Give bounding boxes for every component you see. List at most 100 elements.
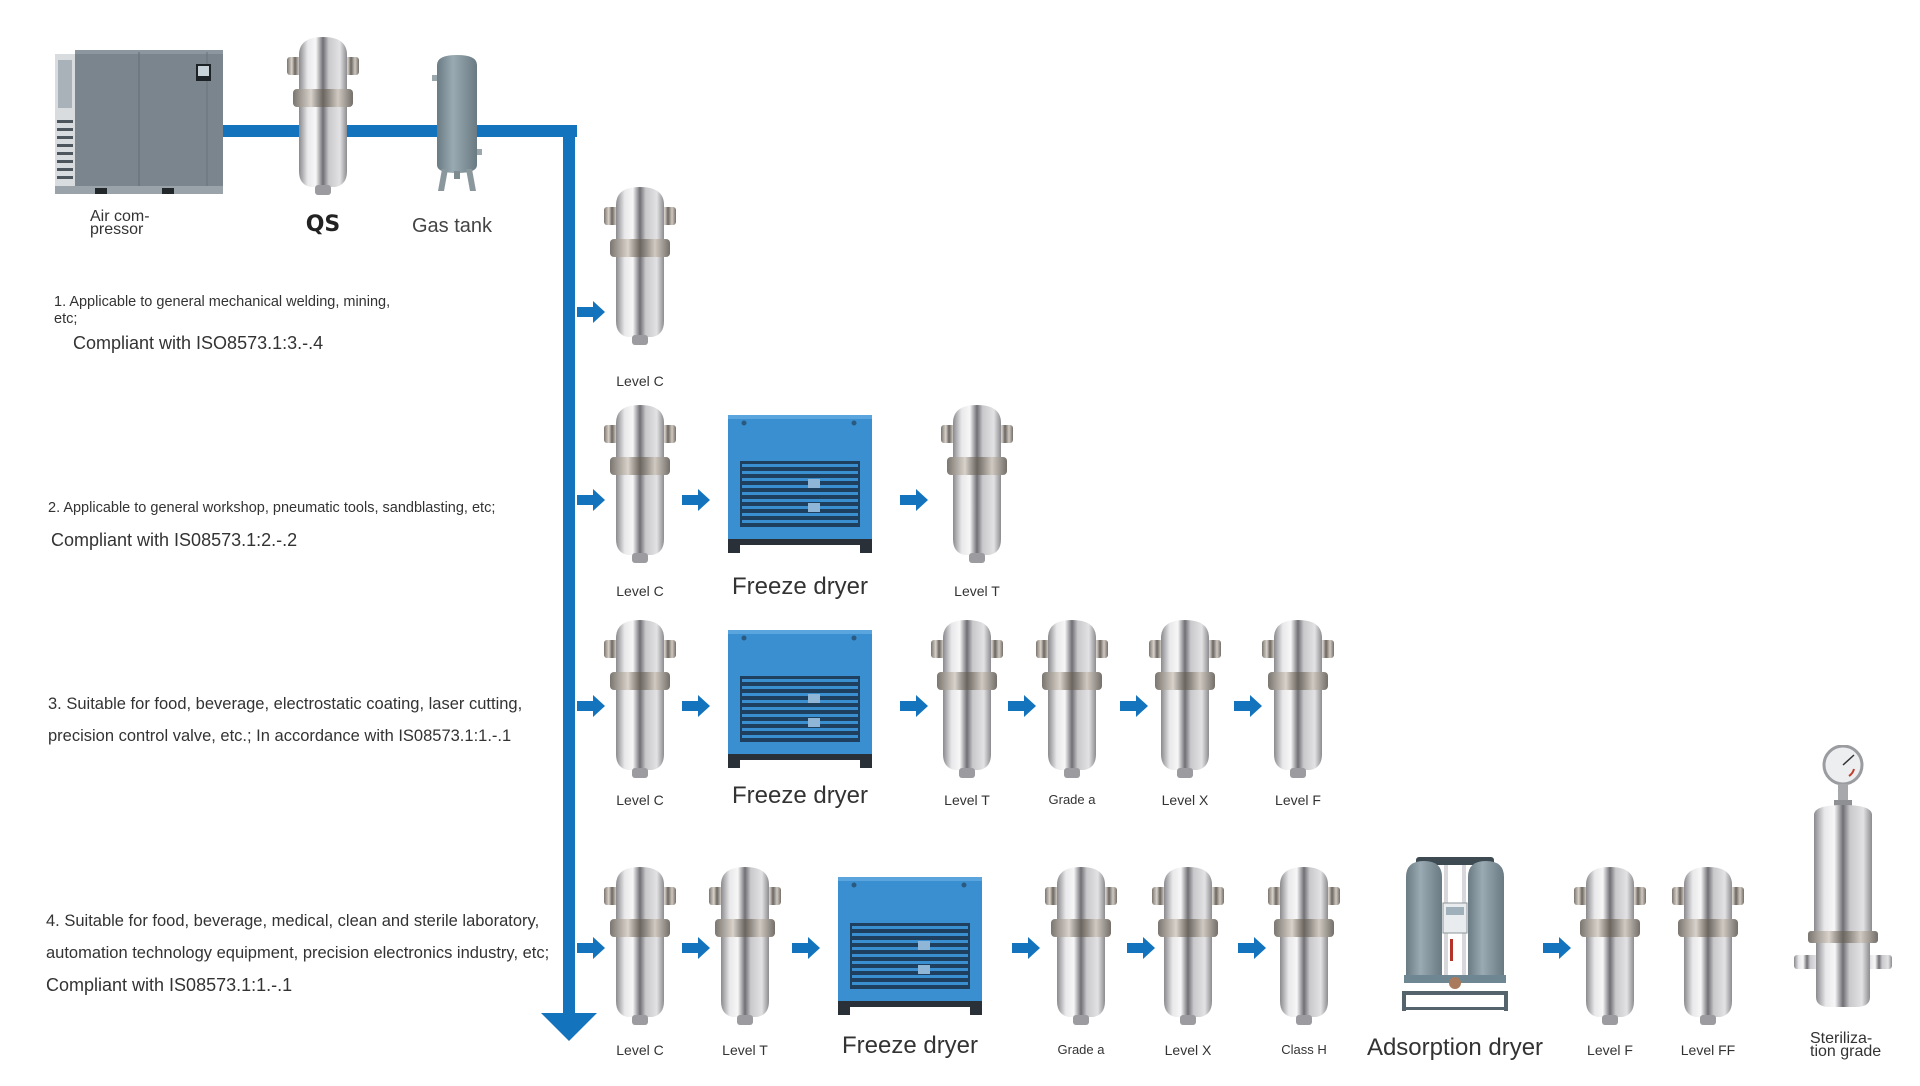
row-2-item-label: Freeze dryer <box>731 573 869 600</box>
row-1-filter <box>602 185 678 347</box>
filter-icon <box>1147 618 1223 780</box>
description-4-line1: 4. Suitable for food, beverage, medical,… <box>46 912 540 930</box>
filter-icon <box>929 618 1005 780</box>
row-3-item-label: Level X <box>1161 792 1209 808</box>
gas-tank-image <box>432 53 482 193</box>
row-4-filter <box>1043 865 1119 1027</box>
row-4-item-label: Level C <box>616 1042 664 1058</box>
row-3-filter <box>1034 618 1110 780</box>
row-4-item-label: Class H <box>1281 1042 1327 1057</box>
row-4-sterilization-filter <box>1794 744 1892 1013</box>
row-3-item-label: Freeze dryer <box>731 782 869 809</box>
row-4-freeze-dryer <box>838 877 982 1015</box>
flow-arrow-icon <box>1238 937 1266 959</box>
filter-icon <box>1260 618 1336 780</box>
flow-arrow-icon <box>1127 937 1155 959</box>
filter-icon <box>602 865 678 1027</box>
description-3-line1: 3. Suitable for food, beverage, electros… <box>48 695 523 713</box>
flow-arrow-icon <box>1012 937 1040 959</box>
flow-arrow-icon <box>577 937 605 959</box>
sterilization-label-line2: tion grade <box>1810 1043 1882 1060</box>
description-2: 2. Applicable to general workshop, pneum… <box>48 500 568 517</box>
flow-arrow-icon <box>1234 695 1262 717</box>
air-compressor-label: Air com- pressor <box>90 208 150 238</box>
air-compressor-image <box>55 50 223 196</box>
filter-icon <box>1572 865 1648 1027</box>
qs-label: QS <box>305 212 341 237</box>
filter-icon <box>1150 865 1226 1027</box>
row-3-filter <box>929 618 1005 780</box>
row-2-filter <box>602 403 678 565</box>
description-1-compliance: Compliant with ISO8573.1:3.-.4 <box>73 333 324 353</box>
flow-arrow-icon <box>577 301 605 323</box>
air-compressor-label-line1: Air com- <box>90 208 150 225</box>
flow-arrow-icon <box>682 695 710 717</box>
row-2-filter <box>939 403 1015 565</box>
flow-arrow-icon <box>792 937 820 959</box>
row-4-item-label: Level T <box>722 1042 768 1058</box>
filter-icon <box>1266 865 1342 1027</box>
row-3-filter <box>1260 618 1336 780</box>
row-3-freeze-dryer <box>728 630 872 768</box>
row-4-sterilization-label: Steriliza-tion grade <box>1810 1030 1882 1060</box>
freeze-dryer-icon <box>728 415 872 553</box>
flow-arrow-icon <box>900 695 928 717</box>
description-2-compliance: Compliant with IS08573.1:2.-.2 <box>51 530 298 550</box>
flow-arrow-icon <box>900 489 928 511</box>
main-pipe-vertical <box>563 125 575 1020</box>
filter-icon <box>1043 865 1119 1027</box>
row-4-item-label: Level X <box>1164 1042 1212 1058</box>
row-3-item-label: Level F <box>1275 792 1321 808</box>
filter-icon <box>1670 865 1746 1027</box>
sterilization-label-line1: Steriliza- <box>1810 1030 1873 1047</box>
air-compressor-label-line2: pressor <box>90 221 144 238</box>
flow-arrow-icon <box>682 489 710 511</box>
row-4-item-label: Freeze dryer <box>841 1032 979 1059</box>
row-4-filter <box>1266 865 1342 1027</box>
description-1: 1. Applicable to general mechanical weld… <box>54 294 414 328</box>
filter-icon <box>602 403 678 565</box>
main-pipe-arrowhead <box>541 1013 597 1041</box>
freeze-dryer-icon <box>728 630 872 768</box>
description-2-line1: 2. Applicable to general workshop, pneum… <box>48 500 496 516</box>
adsorption-dryer-icon <box>1402 857 1508 1011</box>
filter-icon <box>939 403 1015 565</box>
row-2-freeze-dryer <box>728 415 872 553</box>
flow-arrow-icon <box>577 695 605 717</box>
row-4-filter <box>1572 865 1648 1027</box>
main-pipe-horizontal <box>215 125 577 137</box>
description-3-line2: precision control valve, etc.; In accord… <box>48 727 512 745</box>
row-4-filter <box>1150 865 1226 1027</box>
row-3-filter <box>602 618 678 780</box>
filter-icon <box>707 865 783 1027</box>
description-4-line2: automation technology equipment, precisi… <box>46 944 550 962</box>
row-3-item-label: Level C <box>616 792 664 808</box>
row-4-filter <box>1670 865 1746 1027</box>
flow-arrow-icon <box>682 937 710 959</box>
filter-icon <box>1034 618 1110 780</box>
filter-icon <box>602 618 678 780</box>
row-4-item-label: Level F <box>1587 1042 1633 1058</box>
flow-arrow-icon <box>1543 937 1571 959</box>
row-4-filter <box>707 865 783 1027</box>
row-4-item-label: Adsorption dryer <box>1366 1034 1544 1061</box>
description-1-line1: 1. Applicable to general mechanical weld… <box>54 294 391 310</box>
row-2-item-label: Level C <box>616 583 664 599</box>
freeze-dryer-icon <box>838 877 982 1015</box>
row-1-item-label: Level C <box>616 373 664 389</box>
row-3-filter <box>1147 618 1223 780</box>
row-4-item-label: Grade a <box>1057 1042 1105 1057</box>
gas-tank-label: Gas tank <box>411 215 493 237</box>
description-3: 3. Suitable for food, beverage, electros… <box>48 688 568 752</box>
row-3-item-label: Level T <box>944 792 990 808</box>
row-3-item-label: Grade a <box>1048 792 1096 807</box>
filter-icon <box>602 185 678 347</box>
row-4-item-label: Level FF <box>1680 1042 1736 1058</box>
flow-arrow-icon <box>1008 695 1036 717</box>
description-4: 4. Suitable for food, beverage, medical,… <box>46 905 566 969</box>
flow-arrow-icon <box>1120 695 1148 717</box>
row-2-item-label: Level T <box>954 583 1000 599</box>
description-4-compliance: Compliant with IS08573.1:1.-.1 <box>46 975 293 995</box>
flow-arrow-icon <box>577 489 605 511</box>
sterilization-filter-icon <box>1794 744 1892 1007</box>
